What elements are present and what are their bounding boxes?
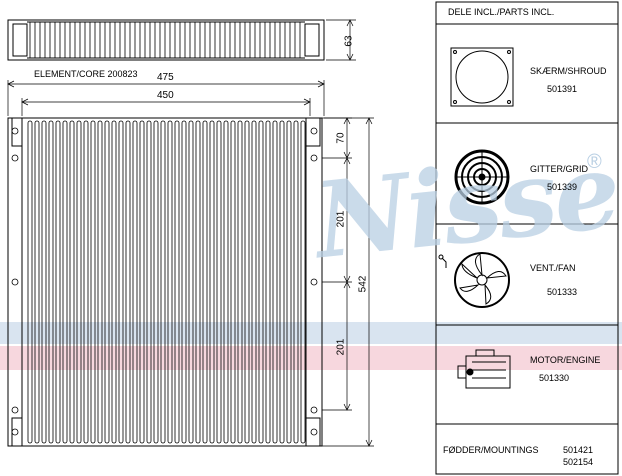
core-tube — [62, 120, 68, 444]
core-tube — [76, 120, 82, 444]
core-front-view — [7, 117, 323, 447]
core-tube — [90, 120, 96, 444]
core-tube — [300, 120, 306, 444]
dim-overall-width — [7, 80, 325, 116]
dim-core-thickness-label: 63 — [343, 35, 355, 47]
mountings-number-2: 502154 — [563, 457, 594, 467]
part-label-fan: VENT./FAN — [530, 263, 576, 273]
core-tube — [265, 120, 271, 444]
part-number-shroud: 501391 — [547, 84, 578, 94]
core-tube — [111, 120, 117, 444]
dim-core-width-label: 450 — [157, 90, 174, 101]
core-tube — [139, 120, 145, 444]
core-tube — [279, 120, 285, 444]
core-tube — [97, 120, 103, 444]
core-tube — [286, 120, 292, 444]
core-tube — [153, 120, 159, 444]
core-tube — [181, 120, 187, 444]
core-top-view — [7, 19, 325, 61]
grid-icon — [454, 149, 510, 205]
part-number-fan: 501333 — [547, 287, 578, 297]
dim-core-width — [21, 98, 311, 116]
core-tube — [132, 120, 138, 444]
part-label-motor: MOTOR/ENGINE — [530, 355, 601, 365]
mountings-label: FØDDER/MOUNTINGS — [443, 445, 539, 455]
core-tube — [41, 120, 47, 444]
part-label-grid: GITTER/GRID — [530, 164, 588, 174]
core-tube — [223, 120, 229, 444]
part-number-motor: 501330 — [539, 373, 570, 383]
core-tube — [174, 120, 180, 444]
dim-core-thickness — [326, 19, 356, 61]
core-tube — [195, 120, 201, 444]
core-tube — [251, 120, 257, 444]
part-label-shroud: SKÆRM/SHROUD — [530, 66, 607, 76]
core-tube — [237, 120, 243, 444]
watermark-stripe-blue — [0, 322, 622, 344]
core-tube — [167, 120, 173, 444]
core-tube — [118, 120, 124, 444]
dim-overall-height-label: 542 — [357, 275, 369, 293]
dim-vertical — [322, 117, 374, 447]
core-tube — [146, 120, 152, 444]
mounting-holes — [11, 127, 318, 436]
motor-icon — [457, 349, 511, 389]
core-tube — [202, 120, 208, 444]
dim-top-offset-label: 70 — [335, 132, 347, 144]
watermark-stripe-pink — [0, 346, 622, 370]
core-tube — [209, 120, 215, 444]
dim-mount-spacing-lower-label: 201 — [335, 338, 347, 356]
core-tube — [293, 120, 299, 444]
core-tube — [69, 120, 75, 444]
core-tube — [258, 120, 264, 444]
core-label: ELEMENT/CORE 200823 — [34, 69, 138, 79]
shroud-icon — [450, 47, 514, 107]
core-tube — [34, 120, 40, 444]
core-tube — [48, 120, 54, 444]
dim-overall-width-label: 475 — [157, 72, 174, 83]
watermark-registered-mark: ® — [587, 151, 602, 173]
fan-icon — [438, 252, 510, 308]
parts-panel-header: DELE INCL./PARTS INCL. — [448, 7, 555, 17]
mountings-number-1: 501421 — [563, 445, 594, 455]
core-tube — [230, 120, 236, 444]
core-tube — [27, 120, 33, 444]
part-number-grid: 501339 — [547, 182, 578, 192]
core-tube — [272, 120, 278, 444]
dim-mount-spacing-upper-label: 201 — [335, 210, 347, 228]
core-tube — [55, 120, 61, 444]
core-tube — [83, 120, 89, 444]
core-tube — [125, 120, 131, 444]
parts-panel-frame — [435, 1, 619, 475]
core-tube — [104, 120, 110, 444]
core-tube — [216, 120, 222, 444]
core-tube — [160, 120, 166, 444]
core-tube — [188, 120, 194, 444]
core-tube — [244, 120, 250, 444]
